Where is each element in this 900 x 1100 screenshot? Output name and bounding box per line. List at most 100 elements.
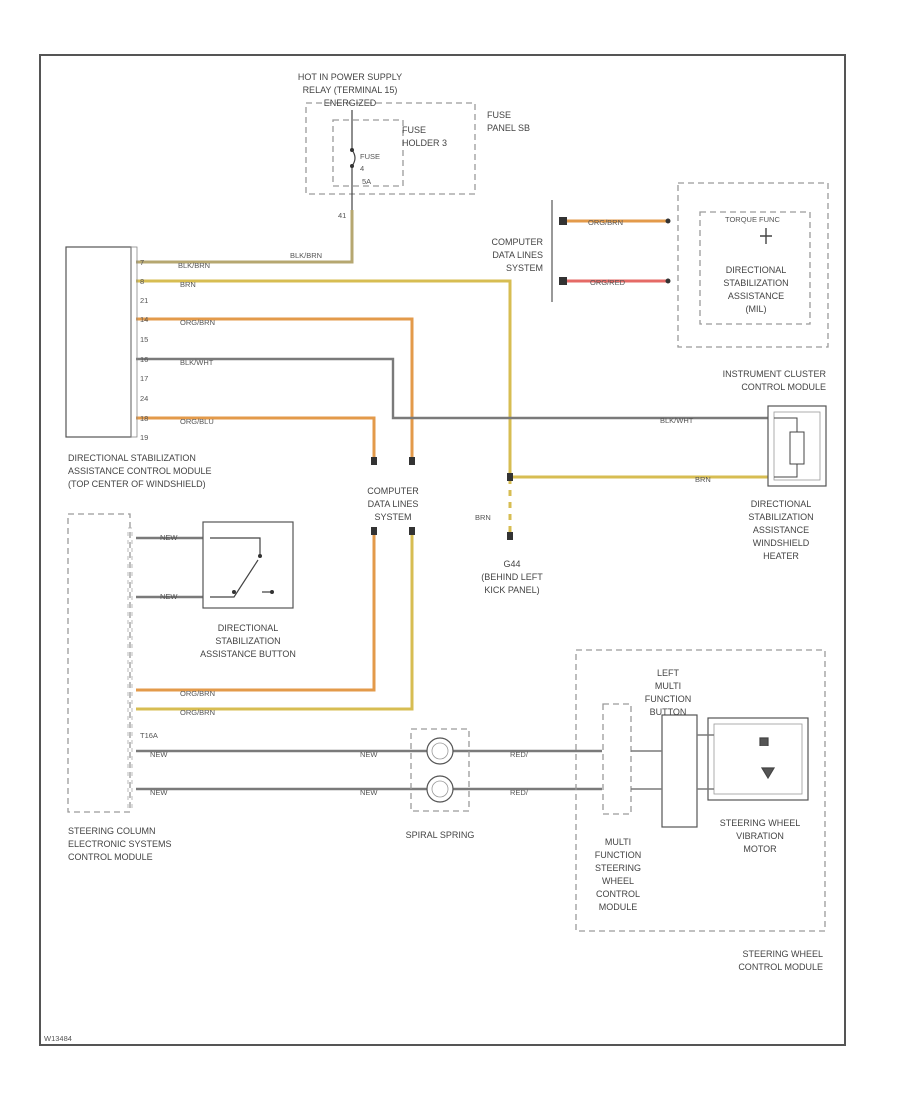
- heater-element-symbol: [774, 417, 805, 478]
- dsa-pin: 24: [140, 394, 148, 403]
- spiral-coil: [426, 775, 454, 803]
- diagram-id: W13484: [44, 1034, 72, 1043]
- vib-label-3: MOTOR: [743, 844, 777, 854]
- heater-inner-box: [773, 411, 821, 481]
- heater-label-5: HEATER: [763, 551, 799, 561]
- fuse-holder-label-1: FUSE: [402, 125, 426, 135]
- dsa-pin: 7: [140, 258, 144, 267]
- dsa-button-label-2: STABILIZATION: [215, 636, 280, 646]
- fuse-symbol: [351, 110, 356, 210]
- cluster-lamp-symbol: [760, 228, 772, 244]
- spiral-coil-inner: [431, 780, 449, 798]
- wires: [136, 210, 770, 791]
- fuse-terminal-top: [350, 148, 354, 152]
- fuse-output-pin: 41: [338, 211, 346, 220]
- cluster-module-label-1: INSTRUMENT CLUSTER: [723, 369, 827, 379]
- dsa-pin: 15: [140, 335, 148, 344]
- dsa-module-box: [65, 246, 132, 438]
- relay-label-1: HOT IN POWER SUPPLY: [298, 72, 402, 82]
- terminal-dot: [409, 457, 415, 465]
- wire-label-bottom-2a: NEW: [150, 788, 168, 797]
- terminal-dot: [507, 473, 513, 481]
- dsa-module-inner: [130, 246, 138, 438]
- wire-label-blk-wht-heater: BLK/WHT: [660, 416, 694, 425]
- wire-label-switch-1: NEW: [160, 533, 178, 542]
- terminal-dot: [559, 217, 567, 225]
- steering-column-module: T16A STEERING COLUMN ELECTRONIC SYSTEMS …: [67, 513, 172, 862]
- wire-label-brn-heater: BRN: [695, 475, 711, 484]
- spiral-spring-label: SPIRAL SPRING: [406, 830, 475, 840]
- wire-label-brn-ground: BRN: [475, 513, 491, 522]
- lmf-label-4: BUTTON: [650, 707, 687, 717]
- ground-label-3: KICK PANEL): [484, 585, 539, 595]
- wire-label-blk-brn-right: BLK/BRN: [290, 251, 322, 260]
- mfsw-label-6: MODULE: [599, 902, 638, 912]
- fuse-panel: HOT IN POWER SUPPLY RELAY (TERMINAL 15) …: [298, 72, 530, 220]
- dsa-control-module: 7 8 21 14 15 16 17 24 18 19 DIRECTIONAL …: [65, 246, 212, 489]
- wire-org-brn: [136, 317, 414, 461]
- lmf-button-box: [661, 714, 698, 828]
- mfsw-label-4: WHEEL: [602, 876, 634, 886]
- cluster-inner-box: [699, 211, 811, 325]
- ground-g44: G44 (BEHIND LEFT KICK PANEL): [481, 559, 543, 595]
- lmf-label-2: MULTI: [655, 681, 681, 691]
- terminal-dot: [665, 218, 671, 224]
- spiral-coil-inner: [431, 742, 449, 760]
- spiral-spring: SPIRAL SPRING: [406, 728, 475, 840]
- windshield-heater: DIRECTIONAL STABILIZATION ASSISTANCE WIN…: [748, 405, 827, 561]
- steering-wheel-control-module: LEFT MULTI FUNCTION BUTTON MULTI FUNCTIO…: [575, 649, 826, 972]
- can-top-label-3: SYSTEM: [506, 263, 543, 273]
- dsa-pin: 17: [140, 374, 148, 383]
- spiral-coil: [426, 737, 454, 765]
- mfsw-label-1: MULTI: [605, 837, 631, 847]
- cluster-lamp-label-4: (MIL): [746, 304, 767, 314]
- wire-label-org-brn: ORG/BRN: [180, 318, 215, 327]
- dsa-pin: 21: [140, 296, 148, 305]
- scm-connector-label: T16A: [140, 731, 158, 740]
- dsa-pin: 8: [140, 277, 144, 286]
- cluster-inner-label: TORQUE FUNC: [725, 215, 780, 224]
- ground-label-2: (BEHIND LEFT: [481, 572, 543, 582]
- wire-label-bottom-2c: RED/: [510, 788, 529, 797]
- dsa-button-label-1: DIRECTIONAL: [218, 623, 279, 633]
- relay-label-2: RELAY (TERMINAL 15): [303, 85, 398, 95]
- scm-label-2: ELECTRONIC SYSTEMS: [68, 839, 172, 849]
- dsa-pin: 16: [140, 355, 148, 364]
- relay-label-3: ENERGIZED: [324, 98, 377, 108]
- terminal-dot: [371, 527, 377, 535]
- dsa-switch-contact: [258, 554, 262, 558]
- dsa-pin: 19: [140, 433, 148, 442]
- lmf-label-1: LEFT: [657, 668, 680, 678]
- dsa-button: DIRECTIONAL STABILIZATION ASSISTANCE BUT…: [200, 521, 296, 659]
- can-mid-label-2: DATA LINES: [368, 499, 419, 509]
- terminal-dot: [371, 457, 377, 465]
- heater-label-4: WINDSHIELD: [753, 538, 810, 548]
- heater-label-3: ASSISTANCE: [753, 525, 809, 535]
- heater-label-2: STABILIZATION: [748, 512, 813, 522]
- wire-label-scm-org-brn-1: ORG/BRN: [180, 689, 215, 698]
- wire-label-bottom-1a: NEW: [150, 750, 168, 759]
- mfsw-label-3: STEERING: [595, 863, 641, 873]
- cluster-module-label-2: CONTROL MODULE: [741, 382, 826, 392]
- dsa-pin: 14: [140, 315, 148, 324]
- wire-brn-ground: [136, 279, 512, 478]
- wire-label-brn: BRN: [180, 280, 196, 289]
- wire-label-scm-org-brn-2: ORG/BRN: [180, 708, 215, 717]
- dsa-pin: 18: [140, 414, 148, 423]
- cluster-lamp-label-1: DIRECTIONAL: [726, 265, 787, 275]
- dsa-module-label-2: ASSISTANCE CONTROL MODULE: [68, 466, 212, 476]
- vibration-motor-inner: [713, 723, 803, 795]
- fuse-holder-label-2: HOLDER 3: [402, 138, 447, 148]
- fuse-panel-label-1: FUSE: [487, 110, 511, 120]
- vibration-motor-symbol: [759, 737, 776, 780]
- wire-label-bottom-1c: RED/: [510, 750, 529, 759]
- wire-blk-brn: [136, 210, 354, 264]
- can-top: COMPUTER DATA LINES SYSTEM: [492, 200, 553, 302]
- wire-label-bottom-2b: NEW: [360, 788, 378, 797]
- fuse-terminal-bottom: [350, 164, 354, 168]
- wire-can-scm-2: [136, 531, 414, 711]
- wire-label-org-brn-cluster: ORG/BRN: [588, 218, 623, 227]
- can-mid-label-1: COMPUTER: [367, 486, 419, 496]
- fuse-label: FUSE: [360, 152, 380, 161]
